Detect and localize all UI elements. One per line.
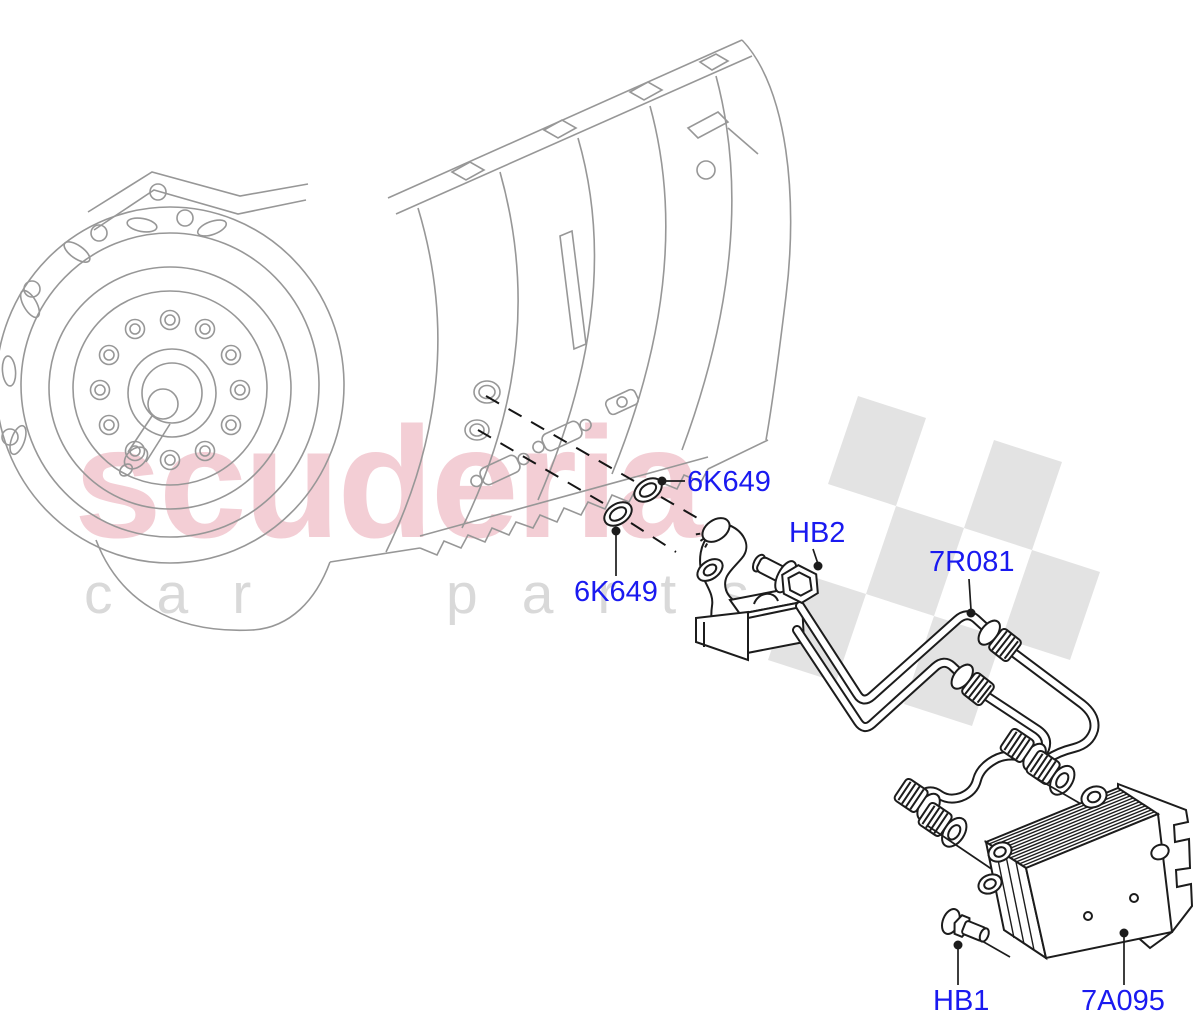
part-label-seal-ring-lower[interactable]: 6K649 bbox=[574, 576, 658, 608]
oil-cooler bbox=[977, 782, 1194, 961]
part-label-seal-ring-upper[interactable]: 6K649 bbox=[687, 466, 771, 498]
transmission-cooler-ports bbox=[464, 380, 501, 441]
flexplate-bolts bbox=[89, 309, 251, 471]
cooler-port bbox=[987, 841, 1013, 863]
watermark-tagline-word-1: car bbox=[84, 562, 296, 626]
part-label-bolt-hb2[interactable]: HB2 bbox=[789, 517, 846, 549]
bell-rim-slots bbox=[1, 209, 228, 456]
seal-ring-upper bbox=[633, 477, 663, 503]
cooler-port bbox=[1150, 843, 1170, 861]
part-label-oil-cooler-tubes[interactable]: 7R081 bbox=[929, 546, 1015, 578]
tube-connector bbox=[695, 517, 806, 662]
cooler-plates bbox=[988, 789, 1155, 867]
cooler-port bbox=[977, 873, 1003, 895]
mount-boss bbox=[604, 388, 640, 416]
part-label-bolt-hb1[interactable]: HB1 bbox=[933, 985, 990, 1017]
bolt-hb2 bbox=[751, 553, 819, 604]
seal-ring-lower bbox=[603, 501, 633, 527]
transmission-art bbox=[0, 39, 792, 632]
tube-fitting bbox=[977, 619, 1022, 663]
mount-boss bbox=[470, 452, 530, 488]
label-leaders bbox=[611, 476, 1129, 985]
assembly-dashed-lines bbox=[477, 395, 707, 553]
mount-boss bbox=[532, 418, 592, 454]
cooler-port bbox=[1080, 785, 1108, 809]
oil-cooler-tubes bbox=[792, 601, 1100, 873]
part-label-oil-cooler[interactable]: 7A095 bbox=[1081, 985, 1165, 1017]
bolt-hb1 bbox=[941, 908, 990, 943]
tube-fitting bbox=[950, 663, 995, 707]
watermark-brand: scuderia bbox=[74, 395, 703, 571]
